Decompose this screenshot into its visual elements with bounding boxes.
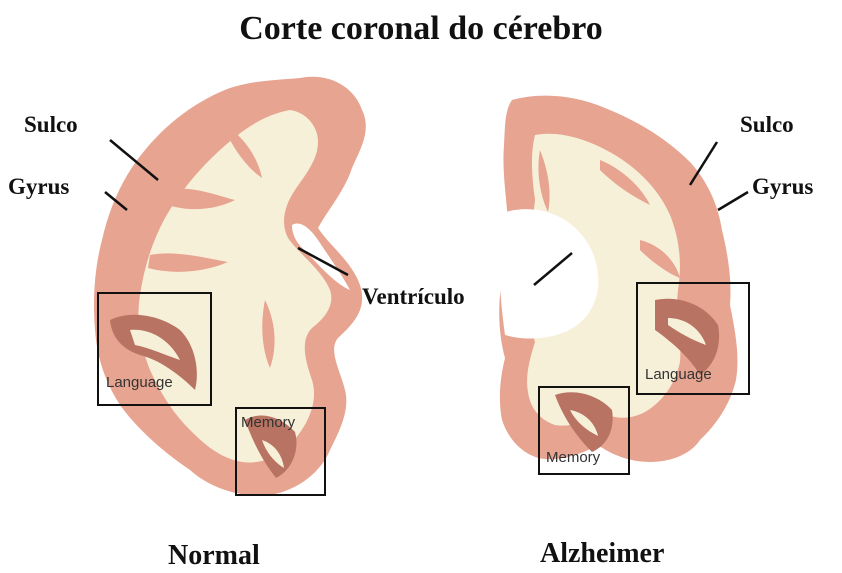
alzheimer-gyrus-label: Gyrus	[752, 174, 813, 200]
normal-caption: Normal	[168, 540, 260, 572]
alzheimer-memory-label: Memory	[546, 449, 600, 466]
normal-memory-label: Memory	[241, 414, 295, 431]
alzheimer-caption: Alzheimer	[540, 538, 664, 570]
alzheimer-hemisphere	[498, 96, 749, 474]
alzheimer-sulco-label: Sulco	[740, 112, 794, 138]
ventricle-label: Ventrículo	[362, 284, 465, 310]
normal-language-label: Language	[106, 374, 173, 391]
alzheimer-language-label: Language	[645, 366, 712, 383]
normal-hemisphere	[94, 77, 366, 496]
normal-gyrus-label: Gyrus	[8, 174, 69, 200]
normal-sulco-label: Sulco	[24, 112, 78, 138]
